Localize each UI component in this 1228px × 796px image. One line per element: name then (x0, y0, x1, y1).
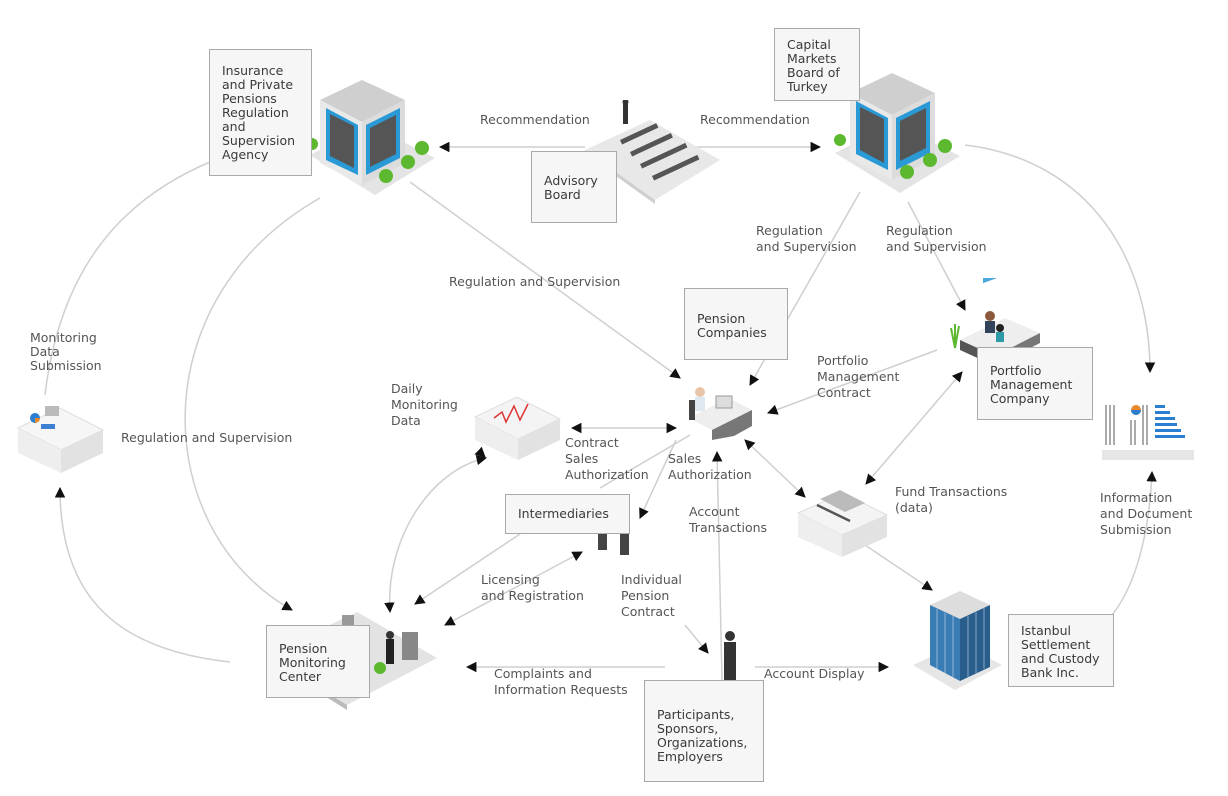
label-regulation-left: Regulation and Supervision (121, 430, 293, 445)
label-individual-pension-contract: Individual Pension Contract (621, 572, 682, 619)
report-stack-icon (16, 406, 105, 473)
edge-custody-infodoc (1111, 470, 1157, 616)
node-pension-monitoring-center: Pension Monitoring Center (266, 625, 370, 698)
label-licensing-registration: Licensing and Registration (481, 572, 584, 603)
report-chart-icon (1102, 405, 1194, 460)
edge-ippsa-pmc (184, 197, 321, 611)
edge-portfolio-fund (865, 371, 963, 485)
document-stack-icon (796, 490, 889, 557)
edge-portfolio-center (767, 349, 938, 415)
edge-contract-sales (599, 434, 691, 489)
report-stack-icon (473, 396, 562, 460)
node-ippsa: Insurance and Private Pensions Regulatio… (209, 49, 312, 176)
label-regulation-cmb-right: Regulation and Supervision (886, 223, 987, 254)
label-information-document-submission: Information and Document Submission (1100, 490, 1193, 537)
node-intermediaries: Intermediaries (505, 494, 630, 534)
node-portfolio-management: Portfolio Management Company (977, 347, 1093, 420)
label-daily-monitoring-data: Daily Monitoring Data (391, 381, 458, 428)
node-participants: Participants, Sponsors, Organizations, E… (644, 680, 764, 782)
label-fund-transactions: Fund Transactions (data) (895, 484, 1008, 515)
node-pension-companies: Pension Companies (684, 288, 788, 360)
label-account-transactions: Account Transactions (689, 504, 768, 535)
conference-room-icon (585, 100, 720, 204)
label-portfolio-contract: Portfolio Management Contract (817, 353, 900, 400)
label-monitoring-data-submission: Monitoring Data Submission (30, 330, 102, 373)
label-complaints: Complaints and Information Requests (494, 666, 628, 697)
label-regulation-cmb-left: Regulation and Supervision (756, 223, 857, 254)
building-icon (834, 73, 960, 193)
label-regulation-center: Regulation and Supervision (449, 274, 621, 289)
edge-daily-pmc-line (384, 454, 488, 614)
edge-individual-contract (684, 624, 709, 654)
edge-ippsa-monitoring (44, 161, 211, 396)
glass-building-icon (913, 591, 1002, 690)
person-icon (724, 631, 736, 680)
edge-cmb-portfolio (907, 201, 966, 311)
edge-center-fund (744, 439, 806, 498)
edge-ippsa-center (409, 181, 681, 379)
node-advisory-board: Advisory Board (531, 151, 617, 223)
label-account-display: Account Display (764, 666, 865, 681)
edge-fund-custody (864, 544, 933, 591)
edge-licensing-2 (444, 551, 583, 626)
edge-pmc-monitoring (54, 486, 231, 663)
edge-center-intermediaries (639, 439, 677, 519)
edge-cmb-infodoc (964, 144, 1156, 374)
node-custody-bank: Istanbul Settlement and Custody Bank Inc… (1008, 614, 1114, 687)
label-recommendation-left: Recommendation (480, 112, 590, 127)
office-desk-icon (689, 387, 752, 440)
edge-participants-center (711, 450, 723, 681)
label-sales-authorization: Sales Authorization (668, 451, 752, 482)
building-icon (306, 80, 435, 195)
label-contract-sales-authorization: Contract Sales Authorization (565, 435, 649, 482)
label-recommendation-right: Recommendation (700, 112, 810, 127)
node-cmb: Capital Markets Board of Turkey (774, 28, 860, 101)
